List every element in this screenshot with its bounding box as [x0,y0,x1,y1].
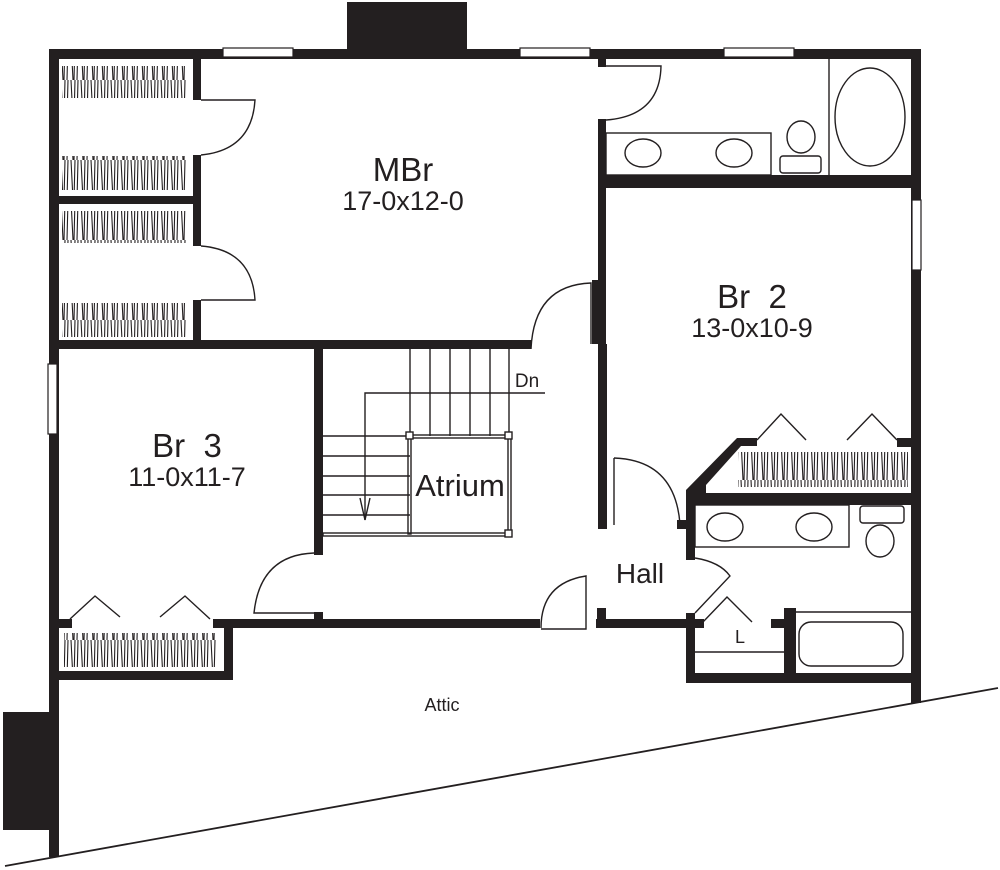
toilet-icon [786,120,816,154]
room-dimensions: 17-0x12-0 [342,186,464,216]
closet-rod [62,303,186,337]
interior-wall [598,344,607,526]
room-label-br2: Br 2 13-0x10-9 [691,280,813,342]
linen-closet-label: L [734,627,746,647]
room-label-hall: Hall [615,558,665,589]
door-swing [200,245,256,301]
chimney-left [3,712,53,830]
room-dimensions: 11-0x11-7 [128,462,246,492]
closet-rod [738,452,908,487]
room-name: MBr [372,151,434,188]
closet-rod [64,633,216,667]
interior-wall [213,619,540,628]
staircase [323,349,545,521]
window [519,47,591,58]
room-label-atrium: Atrium [415,468,505,503]
toilet-icon [865,524,895,558]
interior-wall [49,340,531,349]
room-label-attic: Attic [424,695,460,715]
window [723,47,795,58]
sink-icon [624,138,662,168]
sink-icon [715,138,753,168]
chimney-top [347,2,467,54]
exterior-wall-right [911,49,921,703]
interior-wall [598,175,921,188]
closet-rod [62,66,186,98]
room-label-mbr: MBr 17-0x12-0 [342,153,464,215]
sink-icon [706,512,744,542]
room-label-br3: Br 3 11-0x11-7 [128,429,246,491]
closet-rod [62,211,186,243]
room-dimensions: 13-0x10-9 [691,313,813,343]
closet-rod [62,156,186,190]
window [47,363,58,435]
closet-divider-wall [59,196,199,204]
window [911,199,922,271]
room-name: Br 3 [152,427,222,464]
door-swing [200,99,256,156]
tub-icon [834,67,906,167]
roof-line [4,687,999,867]
sink-icon [795,512,833,542]
room-name: Br 2 [717,278,787,315]
exterior-wall-top [49,49,921,59]
stairs-down-label: Dn [514,371,540,392]
exterior-wall-left [49,49,59,857]
window [222,47,294,58]
